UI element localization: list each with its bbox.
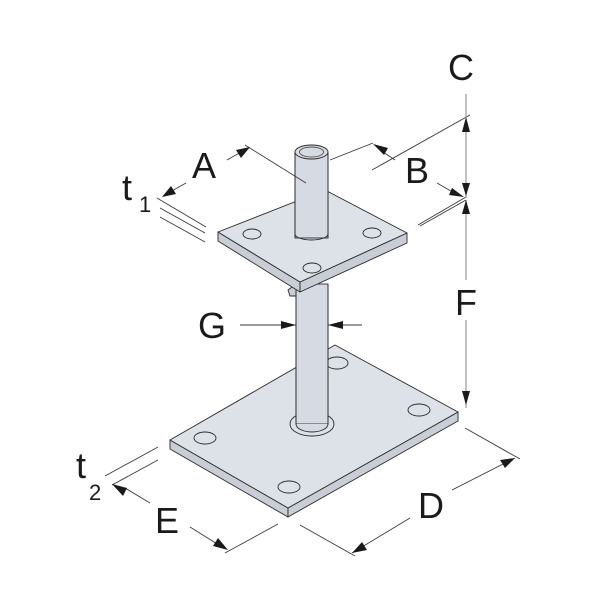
label-t1-subscript: 1 [139,192,151,217]
label-d: D [418,485,444,526]
base-hole-bottom [277,480,301,494]
top-hole-bottom [302,262,322,274]
top-hole-right [362,227,382,239]
dimension-t1: t 1 [122,167,206,243]
label-f: F [455,282,477,323]
base-hole-right [407,403,431,417]
label-a: A [192,145,216,186]
dimension-t2: t 2 [76,445,159,505]
label-b: B [405,150,429,191]
label-g: G [198,305,226,346]
label-t2-subscript: 2 [89,480,101,505]
label-t2: t [76,445,86,486]
base-hole-left [193,431,217,445]
label-c: C [448,47,474,88]
dimension-c: C [448,47,474,198]
top-hole-left [242,228,262,240]
label-t1: t [122,167,132,208]
post [287,283,329,433]
dimension-e: E [112,484,279,554]
dimension-g: G [198,305,362,346]
base-hole-top [325,356,349,370]
dimension-a: A [156,144,307,228]
dimension-b: B [329,114,471,226]
label-e: E [155,500,179,541]
dimension-d: D [299,427,521,557]
dimension-f: F [419,199,482,408]
pin [294,144,329,241]
